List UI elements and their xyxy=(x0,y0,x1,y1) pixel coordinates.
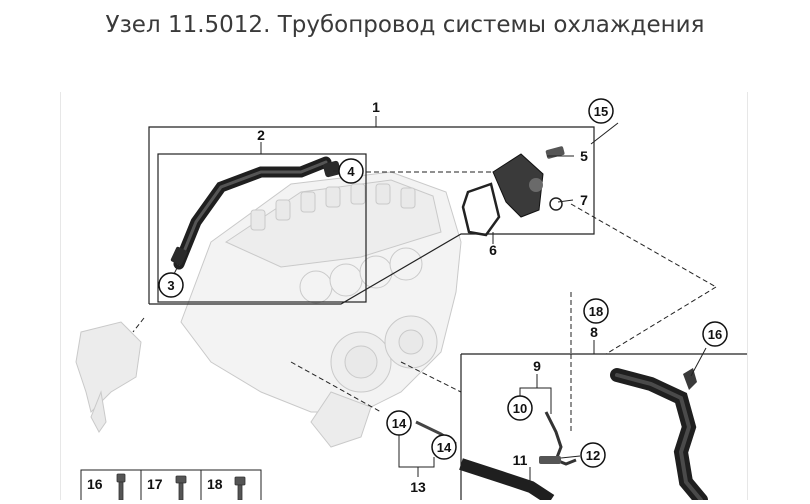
fastener-legend: 16 17 18 xyxy=(80,469,262,504)
callout-1: 1 xyxy=(372,99,380,115)
callout-9: 9 xyxy=(533,358,541,374)
callout-3: 3 xyxy=(158,272,184,298)
svg-text:16: 16 xyxy=(708,327,722,342)
assembly-frames xyxy=(148,126,747,500)
callout-16: 16 xyxy=(702,321,728,347)
svg-text:10: 10 xyxy=(513,401,527,416)
bolt-17-icon xyxy=(175,475,187,484)
engine-illustration xyxy=(75,171,462,448)
svg-text:14: 14 xyxy=(392,416,407,431)
callout-4: 4 xyxy=(338,158,364,184)
coolant-hose-upper xyxy=(170,156,341,270)
svg-text:18: 18 xyxy=(589,304,603,319)
callout-12: 12 xyxy=(580,442,606,468)
svg-text:15: 15 xyxy=(594,104,608,119)
coolant-hose-lower xyxy=(415,368,708,504)
callout-14a: 14 xyxy=(386,410,412,436)
leader-lines-solid xyxy=(173,116,707,484)
svg-text:4: 4 xyxy=(347,164,355,179)
legend-number-18: 18 xyxy=(207,476,223,492)
svg-text:3: 3 xyxy=(167,278,174,293)
page-title: Узел 11.5012. Трубопровод системы охлажд… xyxy=(105,12,705,38)
thermostat-housing xyxy=(461,146,565,237)
bolt-18-icon xyxy=(234,476,246,486)
callout-5: 5 xyxy=(580,148,588,164)
parts-diagram: 1 2 5 6 7 8 9 11 13 4 3 15 18 16 10 12 1… xyxy=(60,92,748,504)
leader-lines-dashed xyxy=(132,171,717,432)
callout-14b: 14 xyxy=(431,434,457,460)
callout-15: 15 xyxy=(588,98,614,124)
callout-2: 2 xyxy=(257,127,265,143)
callout-7: 7 xyxy=(580,192,588,208)
callout-18: 18 xyxy=(583,298,609,324)
bolt-16-icon xyxy=(116,473,126,483)
callout-labels: 1 2 5 6 7 8 9 11 13 xyxy=(257,99,598,495)
legend-number-17: 17 xyxy=(147,476,163,492)
svg-text:12: 12 xyxy=(586,448,600,463)
callout-6: 6 xyxy=(489,242,497,258)
legend-number-16: 16 xyxy=(87,476,103,492)
svg-text:14: 14 xyxy=(437,440,452,455)
callout-13: 13 xyxy=(410,479,426,495)
callout-8: 8 xyxy=(590,324,598,340)
callout-10: 10 xyxy=(507,395,533,421)
callout-11: 11 xyxy=(513,452,528,468)
circled-callouts: 4 3 15 18 16 10 12 14 14 xyxy=(158,98,728,468)
